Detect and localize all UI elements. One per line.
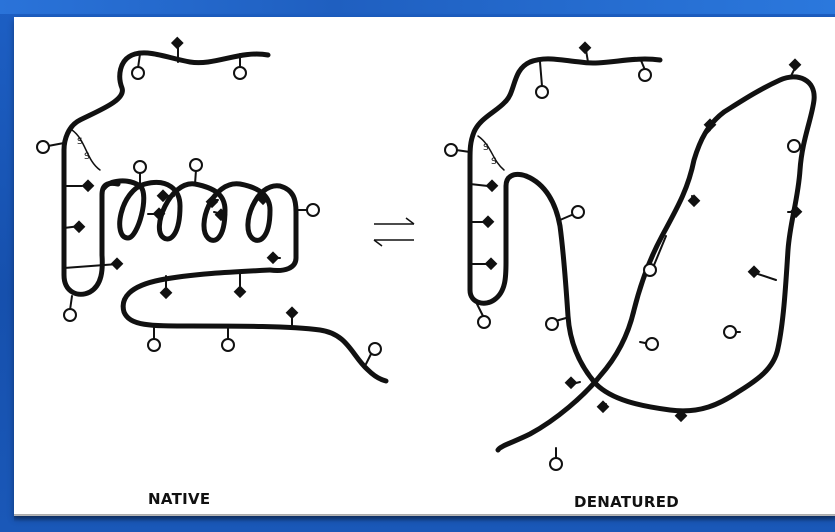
hydrophobic-diamond [789,58,802,71]
hydrophobic-diamond [234,285,247,298]
hydrophobic-diamond [286,306,299,319]
hydrophilic-circle [646,338,658,350]
svg-text:S: S [491,157,497,167]
hydrophilic-circle [478,316,490,328]
native-disulfide-bond [72,130,100,170]
hydrophilic-circle [724,326,736,338]
hydrophilic-circle [148,339,160,351]
hydrophilic-circle [445,144,457,156]
hydrophobic-diamond [748,265,761,278]
svg-text:S: S [84,152,90,162]
denatured-backbone-left [470,160,526,303]
denatured-hydrophobic-diamonds [482,41,803,422]
hydrophilic-circle [307,204,319,216]
hydrophobic-diamond [486,179,499,192]
hydrophilic-circle [134,161,146,173]
hydrophobic-diamond [73,220,86,233]
native-backbone-left [64,150,118,294]
hydrophilic-circle [37,141,49,153]
hydrophobic-diamond [579,41,592,54]
denatured-backbone-middle [498,77,814,450]
hydrophilic-circle [639,69,651,81]
denatured-label: DENATURED [574,493,679,511]
hydrophilic-circle [644,264,656,276]
hydrophilic-circle [64,309,76,321]
hydrophobic-diamond [160,286,173,299]
denatured-disulfide-labels: S S [483,143,497,167]
denatured-protein [470,59,814,450]
denatured-backbone-top [470,59,660,160]
svg-text:S: S [77,137,83,147]
svg-text:S: S [483,143,489,153]
hydrophilic-circle [222,339,234,351]
hydrophilic-circle [788,140,800,152]
native-helix [104,181,296,271]
equilibrium-arrows-icon [374,218,414,246]
hydrophilic-circle [550,458,562,470]
hydrophilic-circle [536,86,548,98]
hydrophobic-diamond [485,257,498,270]
hydrophilic-circle [572,206,584,218]
hydrophobic-diamond [688,194,701,207]
hydrophobic-diamond [267,251,280,264]
hydrophobic-diamond [171,37,184,50]
hydrophilic-circle [546,318,558,330]
hydrophobic-diamond [111,257,124,270]
hydrophobic-diamond [482,215,495,228]
hydrophilic-circle [234,67,246,79]
denatured-hydrophilic-circles [445,69,800,470]
hydrophobic-diamond [597,400,610,413]
native-backbone-bottom [123,270,386,381]
hydrophilic-circle [190,159,202,171]
native-disulfide-labels: S S [77,137,90,162]
hydrophobic-diamond [82,179,95,192]
native-label: NATIVE [148,490,210,508]
hydrophobic-diamond [565,376,578,389]
hydrophilic-circle [369,343,381,355]
hydrophilic-circle [132,67,144,79]
